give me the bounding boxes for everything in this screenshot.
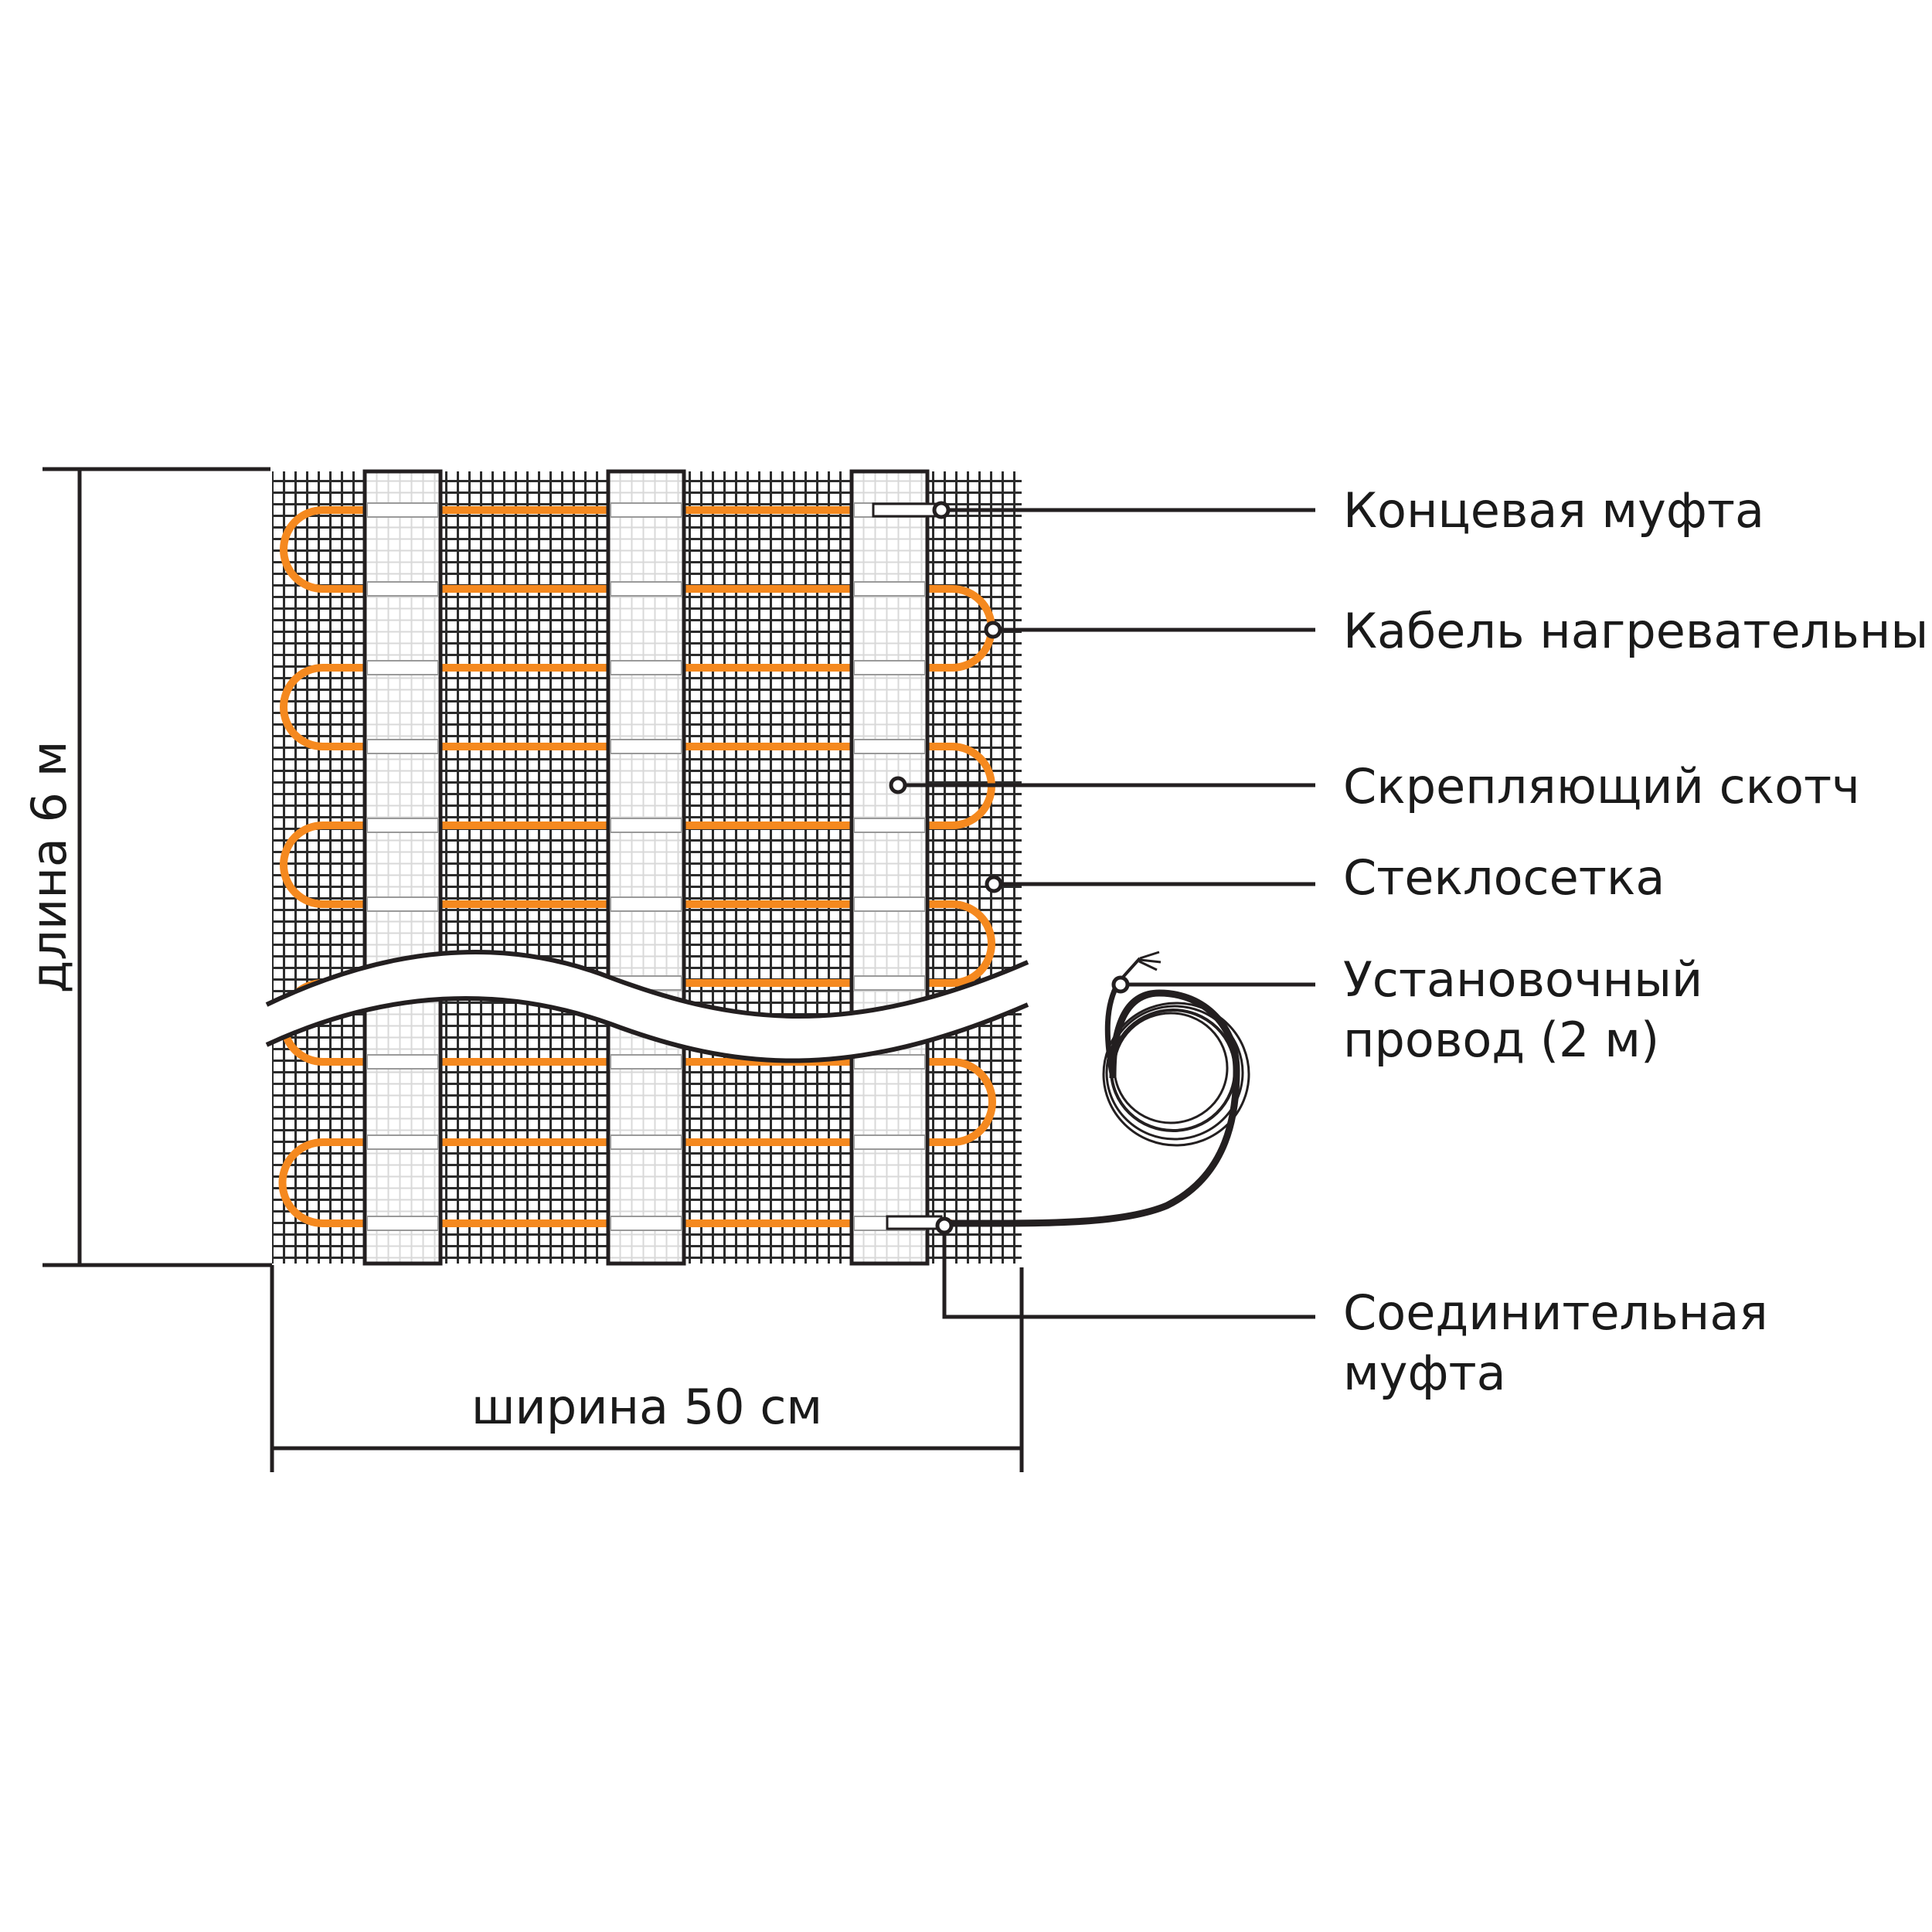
cable-under-tape — [366, 896, 439, 912]
label-mesh: Стеклосетка — [1343, 849, 1665, 906]
label-connect-coupling-1: Соединительная — [1343, 1284, 1768, 1341]
cable-under-tape — [366, 660, 439, 675]
tape-strip-1 — [362, 469, 443, 1266]
connecting-coupling — [886, 1215, 943, 1230]
fixing-tape — [362, 469, 930, 1266]
cable-under-tape — [366, 1216, 439, 1231]
tape-strip-2 — [606, 469, 686, 1266]
cable-under-tape — [366, 502, 439, 518]
cable-under-tape — [610, 1054, 682, 1070]
cable-under-tape — [366, 1134, 439, 1150]
width-label: ширина 50 см — [471, 1379, 822, 1435]
end-coupling — [872, 502, 941, 518]
cable-under-tape — [610, 739, 682, 754]
cable-under-tape — [366, 1054, 439, 1070]
length-dimension — [43, 467, 272, 1267]
callout-dots — [889, 501, 1130, 1235]
label-install-wire-2: провод (2 м) — [1343, 1012, 1659, 1068]
cable-under-tape — [853, 739, 926, 754]
cable-under-tape — [366, 581, 439, 597]
cable-under-tape — [610, 896, 682, 912]
cable-under-tape — [853, 1054, 926, 1070]
cable-under-tape — [610, 581, 682, 597]
cable-under-tape — [610, 660, 682, 675]
label-heating-cable: Кабель нагревательный — [1343, 603, 1932, 659]
tape-strip-3 — [849, 469, 930, 1266]
dot-end-coupling — [932, 501, 951, 519]
cable-under-tape — [610, 818, 682, 833]
width-dimension — [270, 1265, 1024, 1472]
cable-under-tape — [853, 1134, 926, 1150]
cable-under-tape — [366, 818, 439, 833]
cable-under-tape — [853, 660, 926, 675]
label-end-coupling: Концевая муфта — [1343, 482, 1764, 539]
cable-under-tape — [610, 1134, 682, 1150]
callout-leaders — [898, 508, 1315, 1319]
cable-under-tape — [853, 896, 926, 912]
dot-connect-coupling — [935, 1216, 954, 1235]
dot-heating-cable — [984, 621, 1002, 639]
dot-install-wire — [1111, 975, 1130, 994]
cable-under-tape — [853, 581, 926, 597]
cable-under-tape — [853, 818, 926, 833]
cable-under-tape — [610, 502, 682, 518]
label-connect-coupling-2: муфта — [1343, 1345, 1506, 1401]
length-label: длина 6 м — [21, 741, 77, 994]
cable-under-tape — [610, 1216, 682, 1231]
label-install-wire-1: Установочный — [1343, 951, 1702, 1008]
break-wave — [265, 949, 1029, 1063]
cable-under-tape — [366, 739, 439, 754]
label-tape: Скрепляющий скотч — [1343, 758, 1860, 815]
dot-mesh — [985, 875, 1003, 893]
dot-tape — [889, 776, 907, 794]
installation-wire — [940, 951, 1250, 1227]
cable-under-tape — [853, 975, 926, 991]
